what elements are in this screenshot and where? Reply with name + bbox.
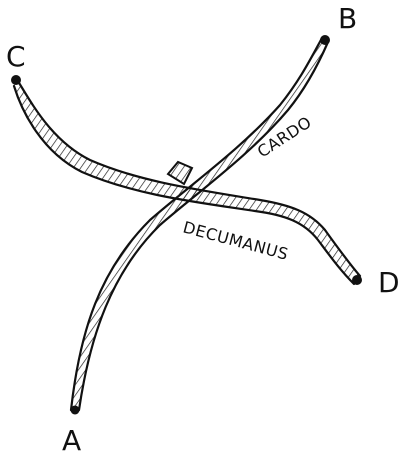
point-c-label: C xyxy=(6,40,26,73)
point-d-label: D xyxy=(378,266,400,299)
point-a-marker xyxy=(71,406,80,415)
intersection-block xyxy=(168,162,192,184)
point-b-marker xyxy=(320,35,330,45)
point-d-marker xyxy=(352,275,362,285)
point-a-label: A xyxy=(62,424,81,453)
point-c-marker xyxy=(11,75,21,85)
point-b-label: B xyxy=(338,2,357,35)
decumanus-label: DECUMANUS xyxy=(181,218,291,264)
decumanus-road-fill xyxy=(14,78,360,284)
decumanus-road xyxy=(14,78,360,284)
